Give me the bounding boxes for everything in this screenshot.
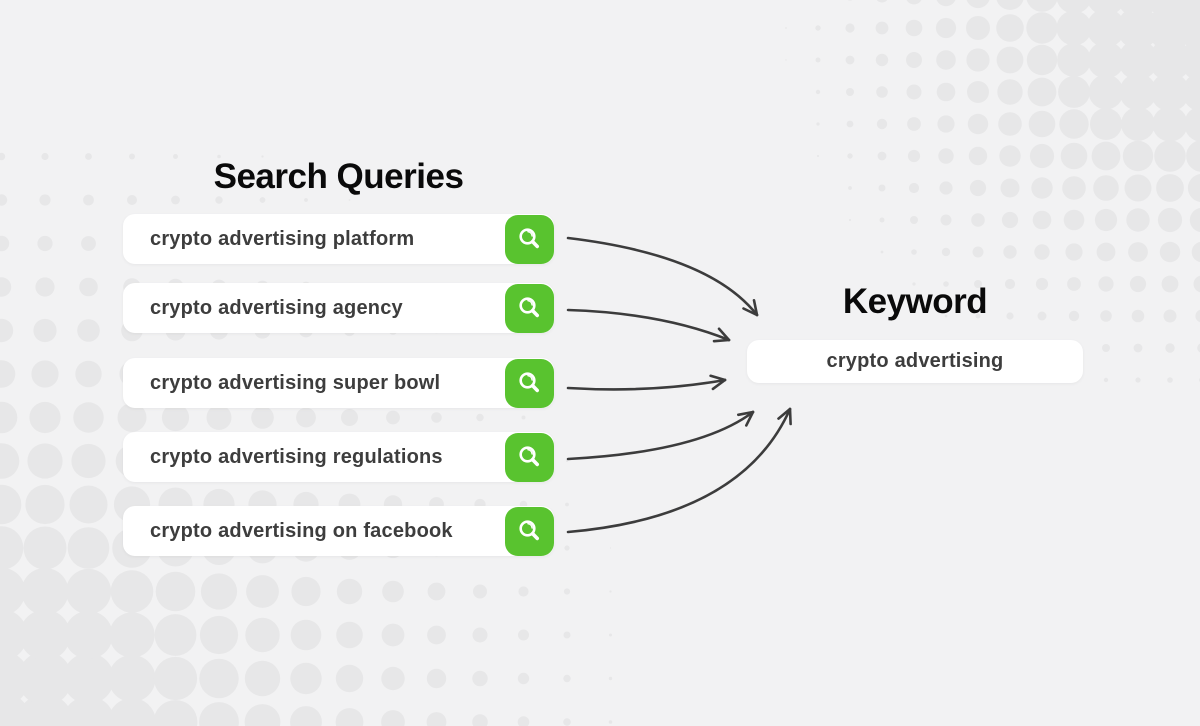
search-input[interactable]: crypto advertising regulations [123,432,554,482]
search-query-row: crypto advertising on facebook [123,506,554,556]
arrow-1 [566,236,759,317]
search-button[interactable] [505,284,554,333]
magnifier-icon [519,297,540,318]
search-input[interactable]: crypto advertising platform [123,214,554,264]
arrow-3 [566,374,727,391]
magnifier-icon [519,520,540,541]
search-queries-title: Search Queries [213,157,464,196]
search-query-row: crypto advertising regulations [123,432,554,482]
keyword-box: crypto advertising [747,340,1083,383]
magnifier-icon [519,372,540,393]
search-query-text: crypto advertising platform [150,227,415,250]
search-query-row: crypto advertising platform [123,214,554,264]
search-query-text: crypto advertising agency [150,296,403,319]
search-query-row: crypto advertising super bowl [123,358,554,408]
search-query-text: crypto advertising super bowl [150,371,441,394]
search-button[interactable] [505,507,554,556]
keyword-title: Keyword [842,282,988,321]
search-input[interactable]: crypto advertising super bowl [123,358,554,408]
search-input[interactable]: crypto advertising agency [123,283,554,333]
keyword-text: crypto advertising [826,350,1004,372]
arrow-2 [566,308,731,343]
search-input[interactable]: crypto advertising on facebook [123,506,554,556]
search-query-text: crypto advertising regulations [150,445,443,468]
arrow-4 [566,410,755,461]
search-button[interactable] [505,215,554,264]
search-button[interactable] [505,359,554,408]
arrow-5 [566,407,792,534]
search-button[interactable] [505,433,554,482]
search-query-text: crypto advertising on facebook [150,519,453,542]
magnifier-icon [519,228,540,249]
magnifier-icon [519,446,540,467]
search-query-row: crypto advertising agency [123,283,554,333]
